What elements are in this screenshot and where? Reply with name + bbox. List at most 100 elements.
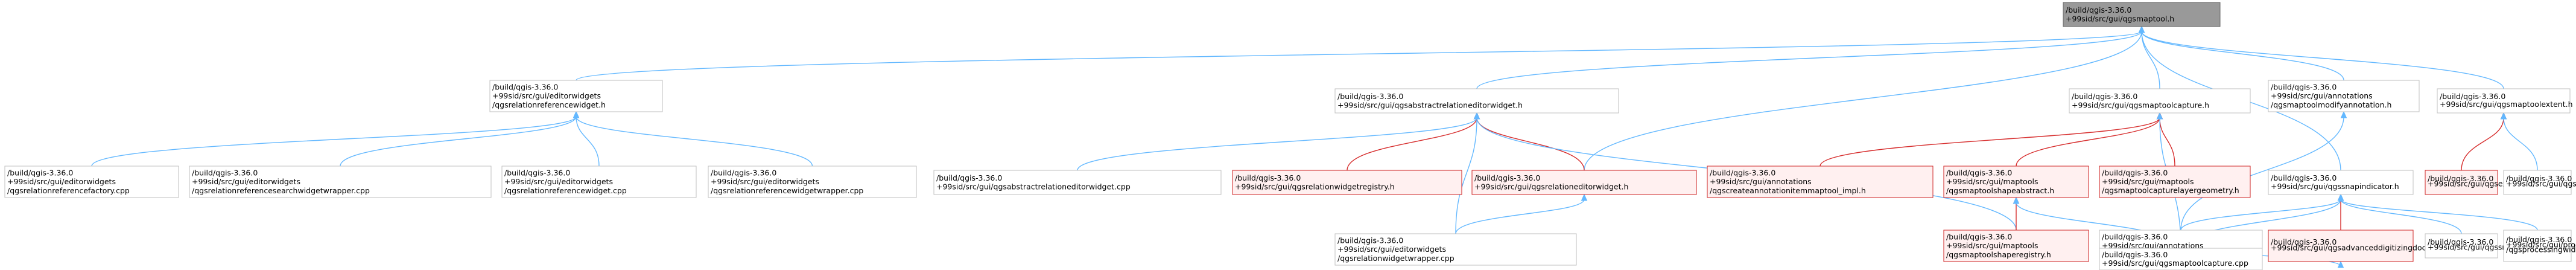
graph-node-box (489, 80, 663, 112)
graph-node-label-line: /qgsrelationreferencesearchwidgetwrapper… (192, 186, 370, 195)
graph-node-label-line: +99sid/src/gui/editorwidgets (711, 177, 819, 186)
graph-node-label-line: +99sid/src/gui/maptools (1946, 241, 2038, 250)
dependency-arrowhead (2013, 196, 2020, 204)
dependency-edge (2340, 199, 2462, 234)
graph-node-box (933, 170, 1222, 195)
dependency-edge (91, 116, 577, 167)
dependency-edge (340, 116, 577, 167)
graph-node-label-line: +99sid/src/gui/processing (2506, 240, 2576, 249)
graph-node-releditor_h[interactable]: /build/qgis-3.36.0+99sid/src/gui/qgsrela… (1471, 170, 1697, 195)
dependency-edge (1455, 199, 1585, 234)
graph-node-procgeom[interactable]: /build/qgis-3.36.0+99sid/src/gui/process… (2503, 230, 2576, 262)
graph-node-label-line: /qgsmaptoolshapeabstract.h (1946, 186, 2054, 195)
graph-node-label-line: +99sid/src/gui/annotations (2271, 91, 2373, 100)
graph-node-box (2099, 166, 2251, 198)
graph-node-advdock[interactable]: /build/qgis-3.36.0+99sid/src/gui/qgsadva… (2268, 230, 2463, 262)
graph-node-label-line: /build/qgis-3.36.0 (2102, 232, 2168, 241)
graph-node-mtcapture_h[interactable]: /build/qgis-3.36.0+99sid/src/gui/qgsmapt… (2069, 88, 2251, 114)
dependency-edge (2141, 31, 2344, 81)
graph-node-label-line: /build/qgis-3.36.0 (2271, 82, 2336, 91)
graph-node-relwwrapper[interactable]: /build/qgis-3.36.0+99sid/src/gui/editorw… (1334, 233, 1577, 266)
graph-node-label-line: /build/qgis-3.36.0 (2102, 169, 2168, 178)
graph-node-mtextent_cpp[interactable]: /build/qgis-3.36.0+99sid/src/gui/qgsmapt… (2503, 170, 2576, 195)
edges-layer (91, 25, 2538, 268)
graph-node-label-line: /build/qgis-3.36.0 (492, 82, 558, 91)
graph-node-label-line: /qgsmaptoolcapturelayergeometry.h (2102, 185, 2239, 194)
graph-node-box (1232, 170, 1462, 195)
graph-node-box (2503, 230, 2572, 262)
graph-node-label-line: /qgsmaptoolmodifyannotation.h (2271, 100, 2391, 109)
dependency-edge (2180, 199, 2341, 231)
dependency-edge (1077, 117, 1477, 171)
graph-node-mtmodann_cpp[interactable]: /build/qgis-3.36.0+99sid/src/gui/annotat… (2099, 230, 2263, 262)
graph-node-mtcapture_cpp[interactable]: /build/qgis-3.36.0+99sid/src/gui/qgsmapt… (2099, 248, 2263, 270)
graph-node-shapereg[interactable]: /build/qgis-3.36.0+99sid/src/gui/maptool… (1943, 230, 2089, 262)
graph-node-shapeabs[interactable]: /build/qgis-3.36.0+99sid/src/gui/maptool… (1943, 166, 2089, 198)
dependency-edge (1584, 31, 2142, 171)
dependency-arrowhead (573, 111, 580, 118)
graph-node-relrefw_h[interactable]: /build/qgis-3.36.0+99sid/src/gui/editorw… (489, 80, 663, 112)
graph-node-label-line: +99sid/src/gui/annotations (2102, 241, 2204, 250)
dependency-edge (2340, 199, 2538, 231)
graph-node-box (1943, 230, 2089, 262)
graph-node-label-line: /qgscreateannotationitemmaptool_impl.h (1710, 186, 1866, 195)
graph-node-root[interactable]: /build/qgis-3.36.0+99sid/src/gui/qgsmapt… (2063, 2, 2221, 27)
dependency-arrowhead (1581, 193, 1588, 201)
graph-node-label-line: /qgsrelationreferencewidget.h (492, 100, 606, 109)
dependency-arrowhead (2138, 25, 2145, 33)
graph-node-relwreg[interactable]: /build/qgis-3.36.0+99sid/src/gui/qgsrela… (1232, 170, 1462, 195)
graph-node-box (2063, 2, 2221, 27)
graph-node-relrefw_cpp[interactable]: /build/qgis-3.36.0+99sid/src/gui/editorw… (501, 166, 697, 198)
graph-node-snapind_cpp[interactable]: /build/qgis-3.36.0+99sid/src/gui/qgssnap… (2425, 233, 2565, 259)
graph-node-box (708, 166, 917, 198)
graph-node-box (1707, 166, 1934, 198)
graph-node-box (2069, 88, 2251, 114)
graph-node-label-line: /build/qgis-3.36.0 (1710, 168, 1775, 177)
graph-node-label-line: /build/qgis-3.36.0 (192, 168, 258, 177)
graph-node-label-line: +99sid/src/gui/qgsrelationeditorwidget.h (1474, 182, 1628, 191)
graph-node-label-line: /build/qgis-3.36.0 (2066, 5, 2131, 14)
graph-node-label-line: /build/qgis-3.36.0 (2428, 237, 2493, 246)
graph-node-box (501, 166, 697, 198)
graph-node-box (4, 166, 179, 198)
dependency-edge (2159, 117, 2175, 167)
graph-node-label-line: +99sid/src/gui/qgsadvanceddigitizingdock… (2271, 243, 2463, 252)
graph-node-relrefwrapper[interactable]: /build/qgis-3.36.0+99sid/src/gui/editorw… (708, 166, 917, 198)
graph-node-label-line: /build/qgis-3.36.0 (1946, 232, 2012, 241)
dependency-edge (2141, 31, 2504, 89)
graph-node-label-line: +99sid/src/gui/qgsabstractrelationeditor… (1337, 101, 1523, 110)
graph-node-label-line: +99sid/src/gui/maptools (2102, 177, 2194, 186)
graph-node-absrel_cpp[interactable]: /build/qgis-3.36.0+99sid/src/gui/qgsabst… (933, 170, 1222, 195)
graph-node-mtextent_h[interactable]: /build/qgis-3.36.0+99sid/src/gui/qgsmapt… (2437, 88, 2573, 114)
graph-node-label-line: +99sid/src/gui/editorwidgets (7, 177, 116, 186)
graph-node-snapind_h[interactable]: /build/qgis-3.36.0+99sid/src/gui/qgssnap… (2268, 170, 2414, 195)
dependency-edge (2503, 117, 2538, 171)
graph-node-label-line: /build/qgis-3.36.0 (1337, 236, 1403, 245)
graph-node-box (189, 166, 492, 198)
graph-node-label-line: +99sid/src/gui/qgsmaptoolextent.h (2440, 100, 2573, 109)
dependency-arrowhead (2337, 193, 2344, 201)
graph-node-mtmodann_h[interactable]: /build/qgis-3.36.0+99sid/src/gui/annotat… (2268, 80, 2420, 112)
dependency-edge (1455, 117, 1477, 234)
graph-node-capturelayer[interactable]: /build/qgis-3.36.0+99sid/src/gui/maptool… (2099, 166, 2251, 198)
dependency-edge (2461, 117, 2504, 171)
graph-node-extentw_h[interactable]: /build/qgis-3.36.0+99sid/src/gui/qgsexte… (2425, 170, 2555, 195)
graph-node-label-line: /build/qgis-3.36.0 (2506, 235, 2572, 244)
dependency-edge (2016, 117, 2160, 167)
graph-node-label-line: +99sid/src/gui/qgsmaptoolextent.cpp (2506, 179, 2576, 188)
graph-node-box (2268, 170, 2414, 195)
graph-node-createann[interactable]: /build/qgis-3.36.0+99sid/src/gui/annotat… (1707, 166, 1934, 198)
graph-node-label-line: /qgsrelationreferencewidgetwrapper.cpp (711, 186, 863, 195)
graph-node-box (2425, 233, 2498, 259)
dependency-edge (576, 116, 813, 167)
graph-node-relreffactory[interactable]: /build/qgis-3.36.0+99sid/src/gui/editorw… (4, 166, 179, 198)
graph-node-label-line: +99sid/src/gui/annotations (1710, 177, 1812, 186)
graph-node-label-line: /build/qgis-3.36.0 (1337, 92, 1403, 101)
graph-node-label-line: /build/qgis-3.36.0 (711, 168, 776, 177)
graph-node-relrefsearch[interactable]: /build/qgis-3.36.0+99sid/src/gui/editorw… (189, 166, 492, 198)
nodes-layer: /build/qgis-3.36.0 +99sid/src/gui/qgsmapt… (4, 2, 2576, 270)
dependency-arrowhead (1473, 112, 1480, 120)
graph-node-label-line: +99sid/src/gui/editorwidgets (492, 91, 601, 100)
graph-node-label-line: +99sid/src/gui/editorwidgets (504, 177, 613, 186)
graph-node-absrel_h[interactable]: /build/qgis-3.36.0+99sid/src/gui/qgsabst… (1334, 88, 1619, 114)
